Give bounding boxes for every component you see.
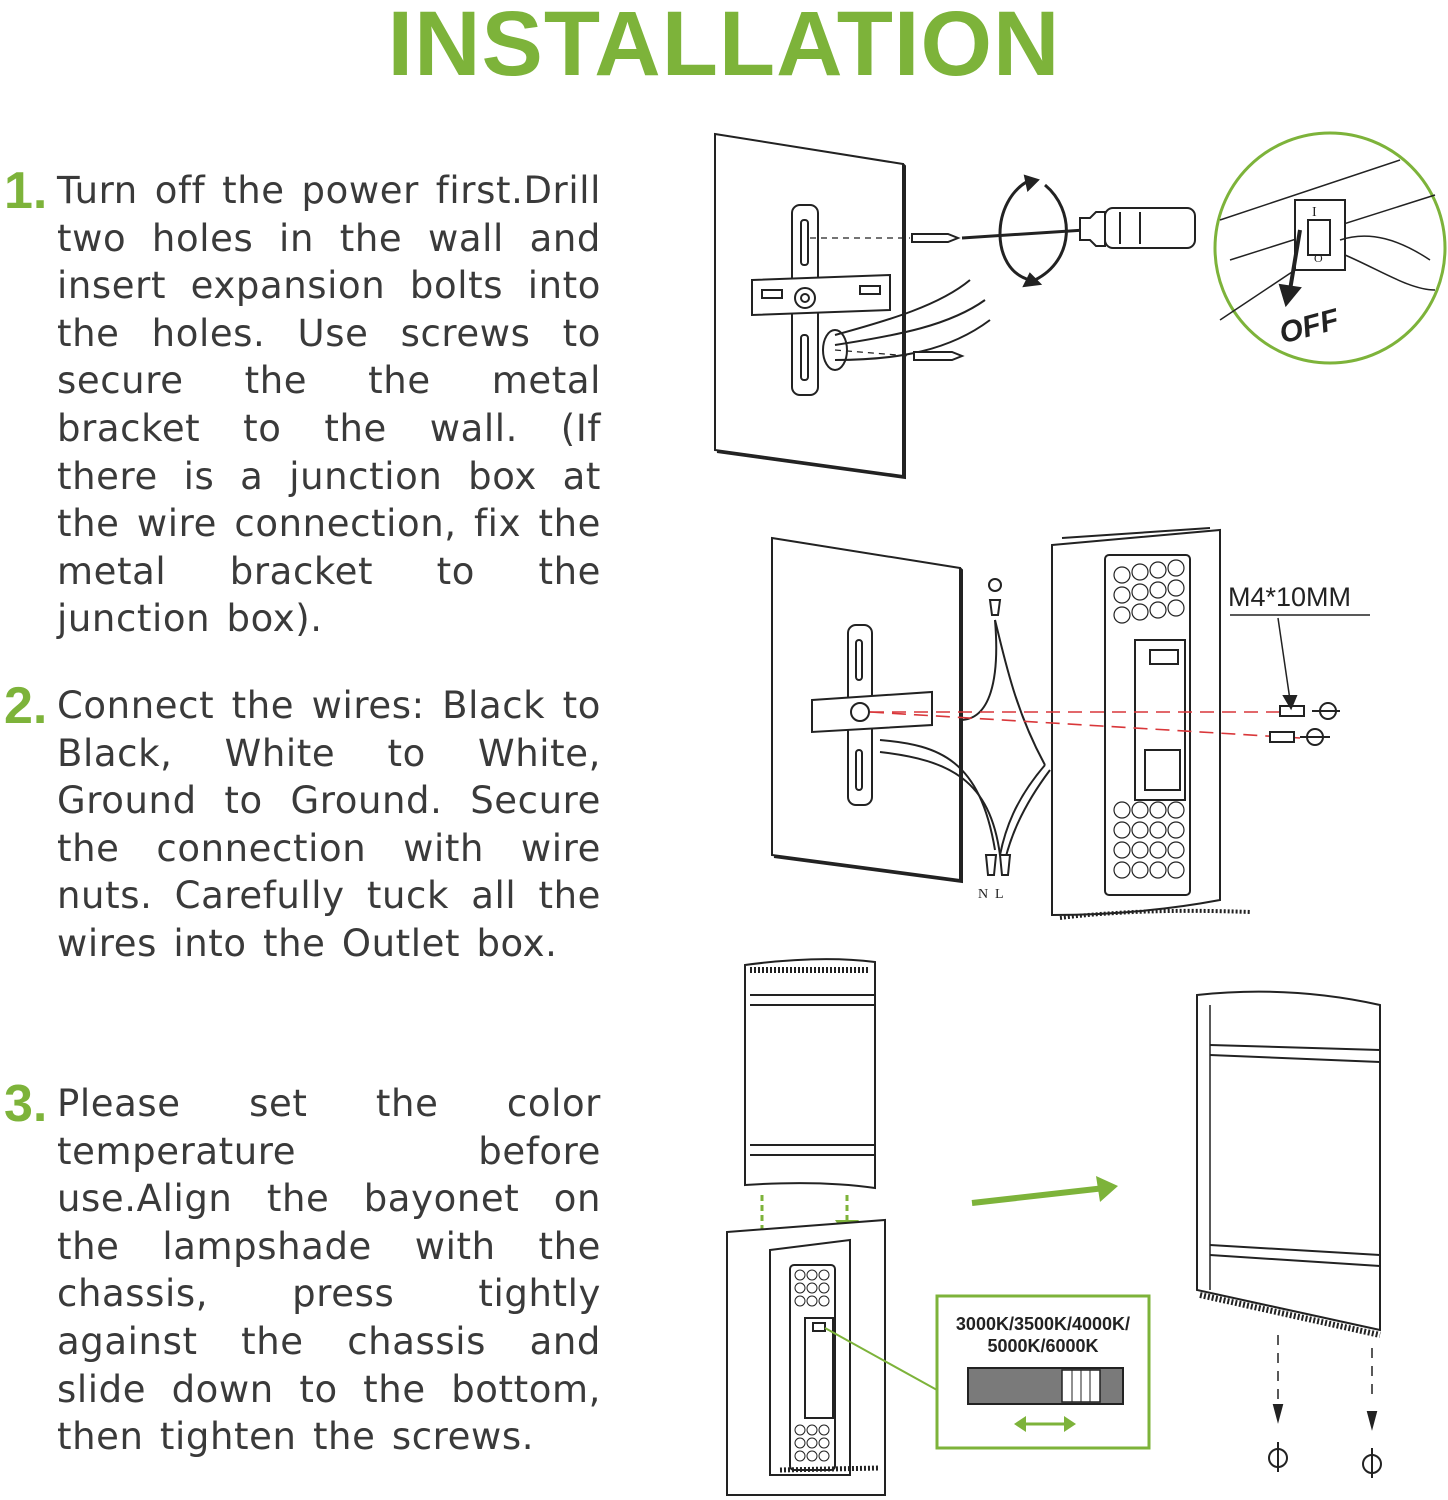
switch-on-mark: I	[1312, 205, 1317, 220]
page-title: INSTALLATION	[387, 0, 1061, 95]
step-2-text: Connect the wires: Black to Black, White…	[57, 684, 601, 965]
wire-label-live: L	[995, 887, 1004, 902]
step-1-text: Turn off the power first.Drill two holes…	[57, 169, 601, 641]
color-temp-options-2: 5000K/6000K	[987, 1336, 1098, 1356]
step-1-number: 1.	[4, 162, 48, 220]
wire-label-neutral: N	[978, 887, 988, 902]
screw-upper	[911, 233, 961, 243]
step-3-number: 3.	[4, 1075, 48, 1133]
screw-lower	[913, 351, 965, 361]
screwdriver-handle	[1104, 207, 1196, 249]
color-temp-options-1: 3000K/3500K/4000K/	[956, 1314, 1130, 1334]
figure-bracket-mounting: OFF I O	[714, 131, 1447, 480]
figure-lampshade-assembly: 3000K/3500K/4000K/ 5000K/6000K	[726, 958, 1382, 1496]
screw-spec-label: M4*10MM	[1228, 582, 1351, 612]
arrow-right-icon	[1096, 1176, 1118, 1202]
step-2-number: 2.	[4, 677, 48, 735]
lampshade-front	[744, 958, 876, 1190]
switch-off-mark: O	[1314, 251, 1323, 265]
assembled-lamp	[1196, 990, 1381, 1332]
figure-wire-connection: N L M4*10MM	[771, 527, 1370, 920]
step-3-text: Please set the color temperature before …	[57, 1082, 601, 1459]
